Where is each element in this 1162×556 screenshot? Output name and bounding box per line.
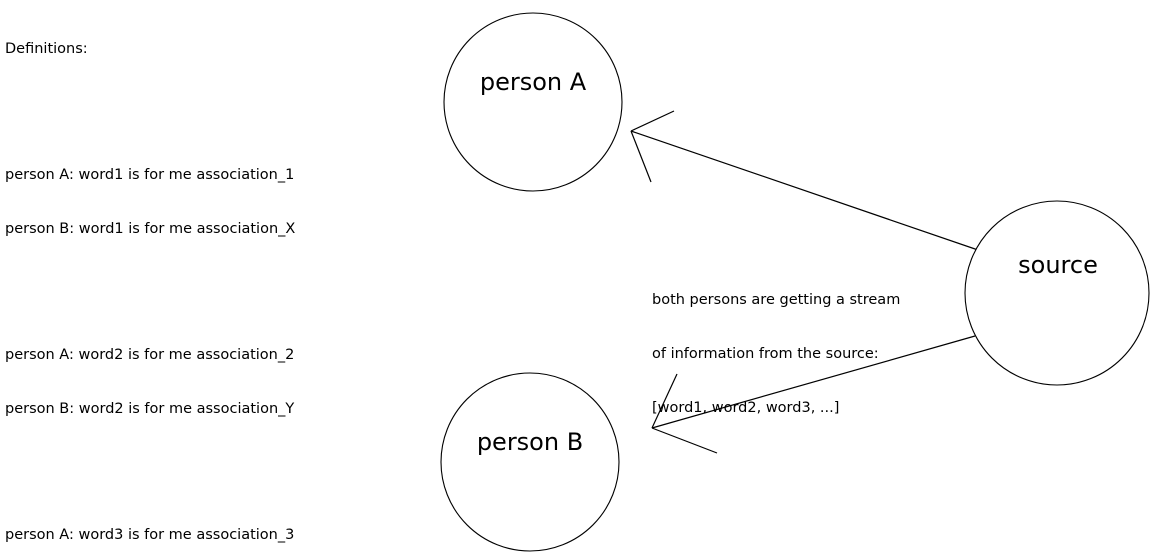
arrowhead-barb-upper-person-b bbox=[651, 373, 678, 429]
stream-caption-line-3: [word1, word2, word3, ...] bbox=[652, 400, 840, 416]
definitions-text-block: Definitions: person A: word1 is for me a… bbox=[5, 4, 425, 556]
edge-shaft-source-to-person-a bbox=[630, 130, 979, 251]
definitions-heading: Definitions: bbox=[5, 41, 88, 57]
arrowhead-barb-upper-person-a bbox=[630, 110, 675, 132]
definition-line-person-a-word1: person A: word1 is for me association_1 bbox=[5, 167, 295, 183]
node-label-source: source bbox=[1018, 251, 1098, 279]
stream-caption-line-2: of information from the source: bbox=[652, 346, 879, 362]
spacer bbox=[5, 94, 425, 112]
edge-source-to-person-b bbox=[651, 335, 976, 454]
spacer bbox=[5, 454, 425, 472]
node-circle-person-b[interactable] bbox=[440, 372, 620, 552]
arrowhead-barb-lower-person-b bbox=[651, 427, 718, 454]
spacer bbox=[5, 274, 425, 292]
definition-line-person-a-word3: person A: word3 is for me association_3 bbox=[5, 527, 295, 543]
node-circle-source[interactable] bbox=[964, 200, 1150, 386]
node-label-person-a: person A bbox=[479, 68, 587, 96]
stream-caption-line-1: both persons are getting a stream bbox=[652, 292, 901, 308]
node-circle-person-a[interactable] bbox=[443, 12, 623, 192]
node-label-person-b: person B bbox=[476, 428, 584, 456]
arrowhead-barb-lower-person-a bbox=[630, 130, 652, 183]
definition-line-person-b-word2: person B: word2 is for me association_Y bbox=[5, 401, 295, 417]
edge-source-to-person-a bbox=[630, 110, 979, 251]
stream-caption: both persons are getting a stream of inf… bbox=[652, 255, 952, 453]
edge-shaft-source-to-person-b bbox=[651, 335, 976, 429]
definition-line-person-b-word1: person B: word1 is for me association_X bbox=[5, 221, 296, 237]
definition-line-person-a-word2: person A: word2 is for me association_2 bbox=[5, 347, 295, 363]
